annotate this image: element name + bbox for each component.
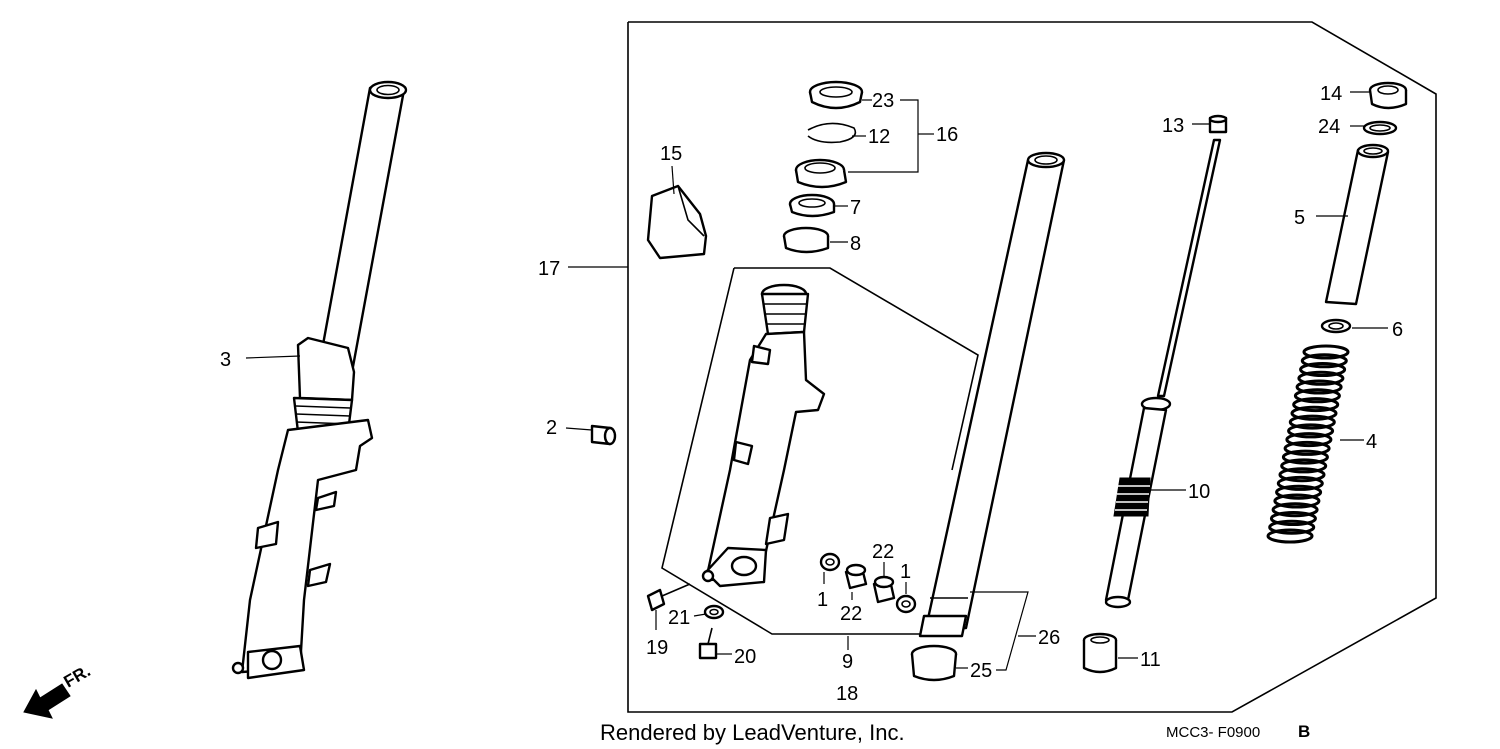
credit-text: Rendered by LeadVenture, Inc. <box>600 720 905 745</box>
label-22a: 22 <box>840 603 862 625</box>
label-1a: 1 <box>817 589 828 611</box>
label-15: 15 <box>660 143 682 165</box>
part-21-washer[interactable] <box>703 604 725 620</box>
part-14-fork-bolt[interactable] <box>1368 81 1408 110</box>
part-25-slider-bushing[interactable] <box>910 644 958 682</box>
label-14: 14 <box>1320 83 1342 105</box>
label-5: 5 <box>1294 207 1305 229</box>
part-26-fork-pipe[interactable] <box>918 151 1066 638</box>
label-6: 6 <box>1392 319 1403 341</box>
part-9-bottom-case[interactable] <box>701 283 826 588</box>
label-18: 18 <box>836 683 858 705</box>
part-12-clip[interactable] <box>807 122 857 144</box>
part-10-damper-rod[interactable] <box>1104 138 1222 609</box>
label-11: 11 <box>1140 649 1161 671</box>
label-23: 23 <box>872 90 894 112</box>
part-11-oil-lock-piece[interactable] <box>1082 632 1118 674</box>
part-13-lock-nut[interactable] <box>1208 114 1228 134</box>
diagram-code-suffix: B <box>1298 722 1310 741</box>
part-24-o-ring[interactable] <box>1362 120 1398 136</box>
label-4: 4 <box>1366 431 1377 453</box>
part-1-collar-b[interactable] <box>895 594 917 614</box>
label-7: 7 <box>850 197 861 219</box>
part-3-fork-assembly[interactable] <box>231 80 408 680</box>
arrow-left-down-icon <box>23 683 71 719</box>
direction-label: FR. <box>61 661 94 691</box>
label-25: 25 <box>970 660 992 682</box>
label-1b: 1 <box>900 561 911 583</box>
part-15-fork-protector[interactable] <box>646 184 708 260</box>
assembly-bracket-9-left <box>661 267 930 635</box>
label-21: 21 <box>668 607 690 629</box>
label-3: 3 <box>220 349 231 371</box>
part-19-socket-bolt[interactable] <box>646 583 691 612</box>
part-7-back-up-ring[interactable] <box>788 193 836 218</box>
part-16-oil-seal[interactable] <box>794 158 848 189</box>
part-2-bushing[interactable] <box>590 424 617 446</box>
assembly-border-17 <box>627 21 1437 713</box>
part-1-collar-a[interactable] <box>819 552 841 572</box>
part-5-spring-collar[interactable] <box>1324 143 1390 306</box>
label-9: 9 <box>842 651 853 673</box>
part-6-spring-seat[interactable] <box>1320 318 1352 334</box>
label-20: 20 <box>734 646 756 668</box>
label-13: 13 <box>1162 115 1184 137</box>
label-24: 24 <box>1318 116 1340 138</box>
label-17: 17 <box>538 258 560 280</box>
part-22-collar-a[interactable] <box>844 563 868 590</box>
assembly-bracket-9 <box>734 267 979 471</box>
direction-indicator: FR. <box>23 661 94 719</box>
label-10: 10 <box>1188 481 1210 503</box>
part-20-bolt[interactable] <box>698 627 718 660</box>
label-19: 19 <box>646 637 668 659</box>
label-22b: 22 <box>872 541 894 563</box>
part-23-dust-seal[interactable] <box>808 80 864 110</box>
part-4-fork-spring[interactable] <box>1266 344 1350 544</box>
label-16: 16 <box>936 124 958 146</box>
diagram-code: MCC3- F0900 <box>1166 724 1260 741</box>
label-12: 12 <box>868 126 890 148</box>
label-8: 8 <box>850 233 861 255</box>
part-8-guide-bushing[interactable] <box>782 226 830 254</box>
part-22-collar-b[interactable] <box>872 575 896 604</box>
label-26: 26 <box>1038 627 1060 649</box>
label-2: 2 <box>546 417 557 439</box>
